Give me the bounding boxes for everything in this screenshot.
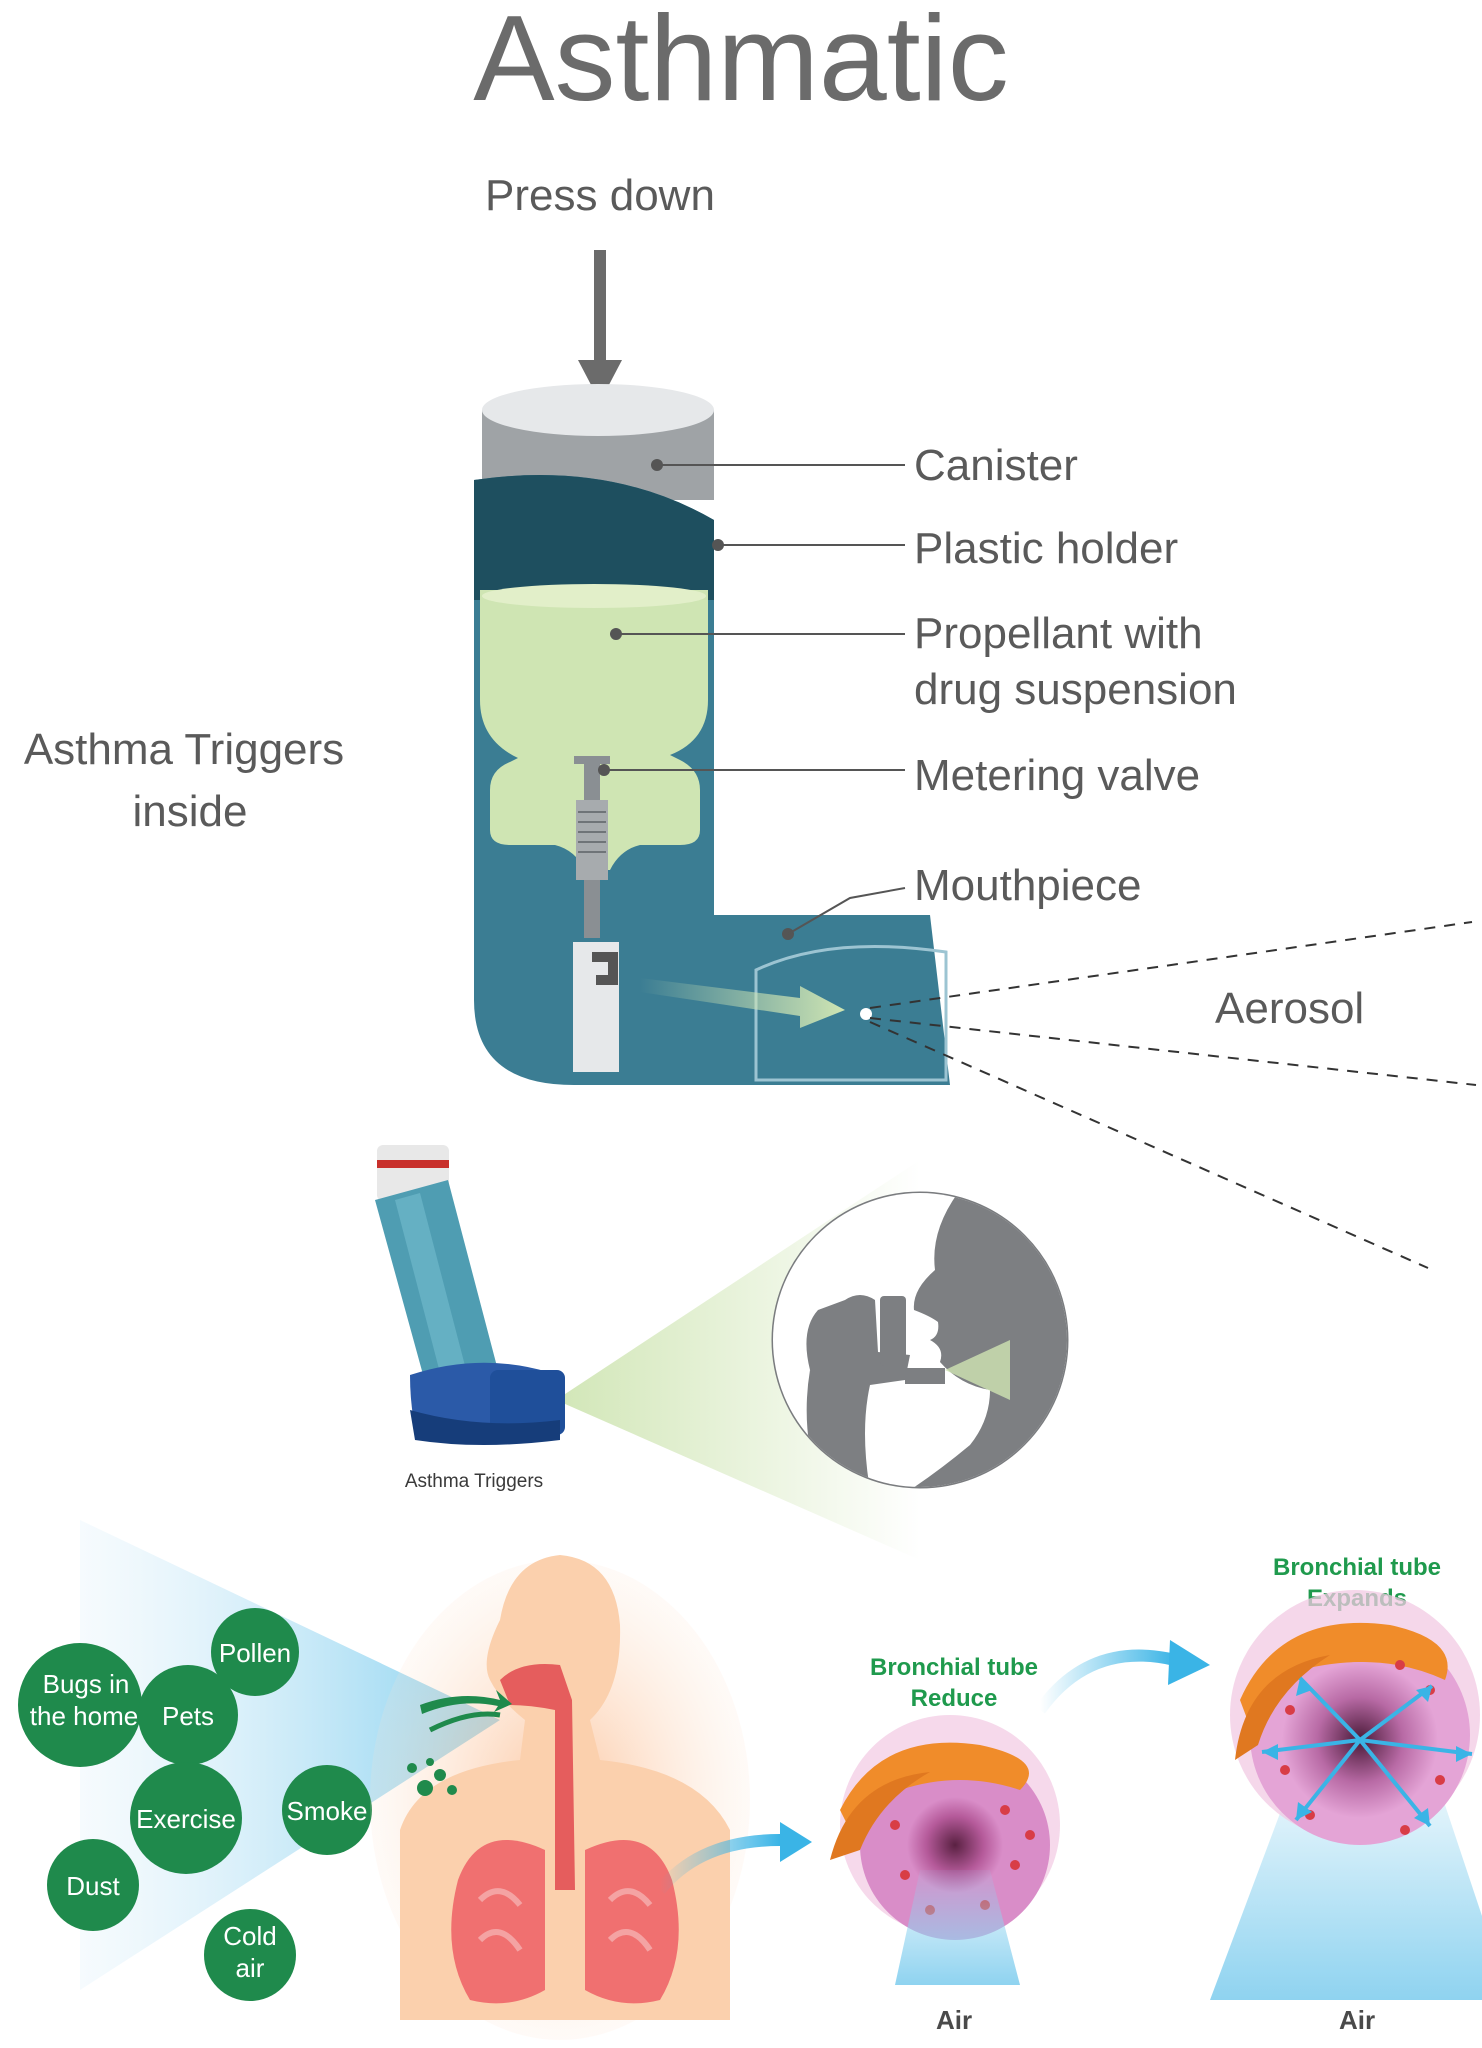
propellant-label-line2: drug suspension [914, 665, 1237, 714]
plastic-holder-label: Plastic holder [914, 524, 1178, 573]
face-inhaling-icon [771, 1191, 1069, 1489]
metering-valve-label: Metering valve [914, 751, 1200, 800]
trigger-bubble-dust: Dust [47, 1839, 139, 1931]
expand-air-label: Air [1339, 2005, 1375, 2035]
trigger-bubble-cold-air: Cold air [204, 1909, 296, 2001]
press-down-arrow [578, 250, 622, 402]
trigger-pollen-label: Pollen [219, 1638, 291, 1668]
trigger-bubble-pets: Pets [138, 1665, 238, 1765]
aerosol-dashed-lines [869, 921, 1477, 1269]
leader-lines [598, 459, 906, 940]
arrow-to-expand [1035, 1640, 1210, 1714]
trigger-bubble-pollen: Pollen [211, 1608, 299, 1696]
inhaler-illustration [375, 1145, 565, 1445]
aerosol-label: Aerosol [1215, 984, 1364, 1033]
expand-title-line1: Bronchial tube [1273, 1554, 1441, 1581]
inhaler-caption: Asthma Triggers [405, 1471, 543, 1492]
reduce-air-label: Air [936, 2005, 972, 2035]
arrow-to-reduce [655, 1822, 812, 1894]
bronchial-tube-expand [1210, 1590, 1482, 2000]
press-down-label: Press down [485, 171, 715, 220]
mouthpiece-label: Mouthpiece [914, 861, 1141, 910]
side-label-line2: inside [133, 787, 248, 836]
side-label-line1: Asthma Triggers [24, 725, 344, 774]
trigger-exercise-label: Exercise [136, 1804, 236, 1834]
inhaler-cross-section [474, 384, 950, 1085]
canister-label: Canister [914, 441, 1078, 490]
reduce-title-line2: Reduce [911, 1685, 998, 1712]
trigger-bugs-line2: the home [30, 1701, 138, 1731]
trigger-cold-air-line1: Cold [223, 1921, 276, 1951]
trigger-cold-air-line2: air [236, 1953, 265, 1983]
trigger-bugs-line1: Bugs in [43, 1669, 130, 1699]
trigger-bubble-bugs: Bugs in the home [18, 1643, 142, 1767]
bronchial-tube-reduce [830, 1715, 1060, 1985]
propellant-label-line1: Propellant with [914, 609, 1203, 658]
page-title: Asthmatic [473, 0, 1009, 126]
trigger-smoke-label: Smoke [287, 1796, 368, 1826]
reduce-title-line1: Bronchial tube [870, 1654, 1038, 1681]
trigger-bubble-exercise: Exercise [130, 1762, 242, 1874]
trigger-pets-label: Pets [162, 1701, 214, 1731]
trigger-dust-label: Dust [66, 1871, 120, 1901]
respiratory-system-figure [370, 1555, 750, 2040]
trigger-bubble-smoke: Smoke [282, 1765, 372, 1855]
